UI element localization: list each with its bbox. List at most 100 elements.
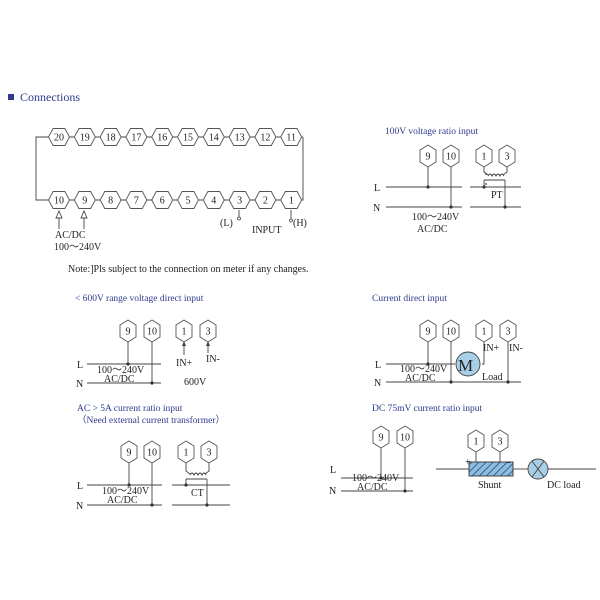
terminal-number: 7 [134,196,139,207]
terminal-17: 17 [125,128,148,146]
terminal-9: 9 [119,319,137,343]
terminal-number: 1 [474,437,479,448]
motor-label: M [458,356,473,375]
shunt-icon [468,461,514,477]
terminal-1: 1 [280,191,303,209]
terminal-1: 1 [475,144,493,168]
ct-supply-range: 100～240V [102,486,150,497]
pt-device-label: PT [491,190,503,201]
terminal-18: 18 [99,128,122,146]
terminal-10: 10 [396,425,414,449]
terminal-1-tap [289,218,293,223]
terminal-2: 2 [254,191,277,209]
terminal-number: 9 [426,327,431,338]
terminal-14: 14 [202,128,225,146]
di-load: Load [482,372,503,383]
pt-diagram [386,164,521,209]
terminal-6: 6 [151,191,174,209]
dc-load-label: DC load [547,480,581,491]
bullet-square-icon [8,94,14,100]
terminal-16: 16 [151,128,174,146]
terminal-10: 10 [143,319,161,343]
terminal-number: 1 [482,152,487,163]
terminal-number: 13 [235,133,245,144]
terminal-number: 9 [82,196,87,207]
terminal-block [35,136,304,201]
terminal-4: 4 [202,191,225,209]
terminal-number: 10 [147,327,157,338]
terminal-number: 10 [147,448,157,459]
di-in-plus: IN+ [483,343,500,354]
ct-l-label: L [77,481,83,492]
terminal-5: 5 [176,191,200,209]
dc-shunt-label: Shunt [478,480,502,491]
dv-in-plus: IN+ [176,358,193,369]
terminal-7: 7 [125,191,148,209]
terminal-number: 1 [182,327,187,338]
dv-l-label: L [77,360,83,371]
dc-diagram [341,446,596,493]
dv-supply-range: 100～240V [97,365,145,376]
pt-n-label: N [373,203,380,214]
di-supply-type: AC/DC [405,373,436,384]
terminal-number: 3 [498,437,503,448]
terminal-number: 9 [426,152,431,163]
input-label: INPUT [252,225,281,236]
di-l-label: L [375,360,381,371]
terminal-9: 9 [419,144,437,168]
terminal-number: 6 [160,196,165,207]
dv-supply-type: AC/DC [104,374,135,385]
terminal-number: 3 [207,448,212,459]
direct-i-title: Current direct input [372,294,447,304]
terminal-number: 9 [379,433,384,444]
dv-n-label: N [76,379,83,390]
terminal-number: 1 [289,196,294,207]
terminal-number: 10 [446,152,456,163]
terminal-number: 9 [126,327,131,338]
terminal-number: 12 [260,133,270,144]
terminal-number: 20 [54,133,64,144]
pt-supply-range: 100～240V [412,212,460,223]
di-in-minus: IN- [509,343,523,354]
terminal-loop-wire [35,136,49,201]
terminal-number: 17 [131,133,141,144]
terminal-3: 3 [499,319,517,343]
terminal-right-wire [298,137,304,201]
terminal-number: 3 [206,327,211,338]
ct-n-label: N [76,501,83,512]
direct-i-diagram [386,340,521,384]
terminal-15: 15 [176,128,200,146]
terminal-3: 3 [199,319,217,343]
terminal-number: 4 [211,196,216,207]
terminal-3: 3 [200,440,218,464]
note-text: Note:]Pls subject to the connection on m… [68,264,309,275]
dc-n-label: N [329,486,336,497]
terminal-number: 10 [400,433,410,444]
terminal-3: 3 [498,144,516,168]
terminal-number: 3 [505,152,510,163]
terminal-8: 8 [99,191,122,209]
ct-supply-type: AC/DC [107,495,138,506]
terminal-number: 1 [184,448,189,459]
terminal-number: 19 [80,133,90,144]
terminal-19: 19 [73,128,96,146]
terminal-12: 12 [254,128,277,146]
terminal-number: 11 [286,133,296,144]
dc-supply-range: 100～240V [352,473,400,484]
terminal-number: 10 [54,196,64,207]
dv-in-minus: IN- [206,354,220,365]
terminal-9: 9 [73,191,96,209]
dc-l-label: L [330,465,336,476]
power-label-range: 100～240V [54,242,102,253]
terminal-9: 9 [419,319,437,343]
terminal-1: 1 [467,429,485,453]
ct-diagram [87,462,230,507]
terminal-number: 8 [108,196,113,207]
power-label-acdc: AC/DC [55,230,86,241]
terminal-number: 16 [157,133,167,144]
input-low-label: (L) [220,218,233,229]
ct-subtitle: （Need external current transformer） [77,414,225,426]
dc-plus: + [465,457,471,468]
